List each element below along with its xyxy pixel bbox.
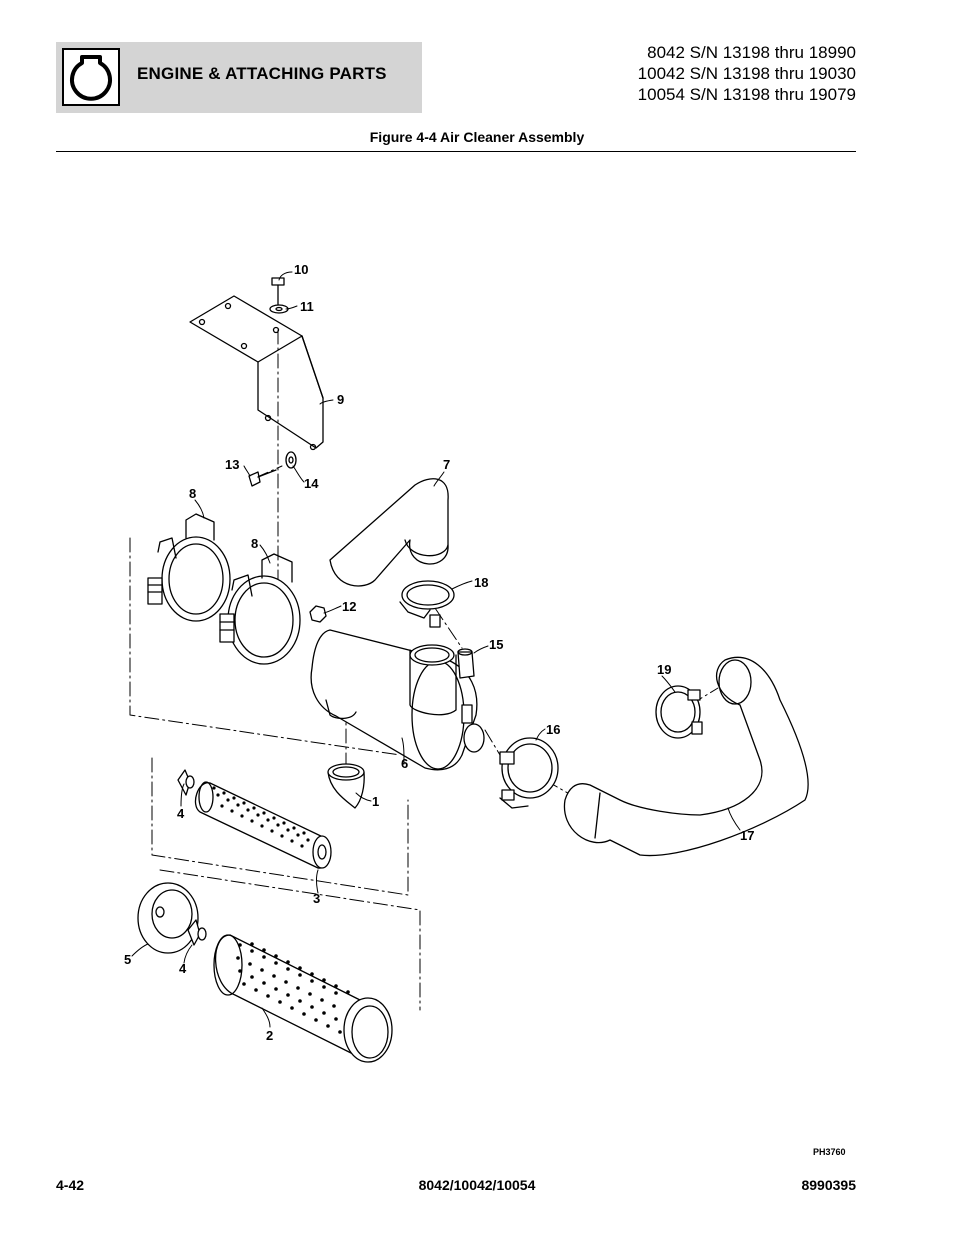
serial-range-10054: 10054 S/N 13198 thru 19079: [637, 85, 856, 104]
figure-title: Figure 4-4 Air Cleaner Assembly: [369, 129, 585, 145]
callout-17: 17: [740, 828, 754, 843]
callout-6: 6: [401, 756, 408, 771]
serial-range-10042: 10042 S/N 13198 thru 19030: [637, 64, 856, 83]
serial-number-ranges: 8042 S/N 13198 thru 18990 10042 S/N 1319…: [638, 42, 856, 105]
serial-range-8042: 8042 S/N 13198 thru 18990: [647, 43, 856, 62]
page-number: 4-42: [56, 1177, 85, 1193]
drawing-id: PH3760: [813, 1147, 846, 1157]
document-number: 8990395: [801, 1177, 856, 1193]
callout-16: 16: [546, 722, 560, 737]
callout-19: 19: [657, 662, 671, 677]
callout-4-upper: 4: [177, 806, 185, 821]
callout-7: 7: [443, 457, 450, 472]
callout-11: 11: [300, 299, 314, 314]
callout-3: 3: [313, 891, 320, 906]
callout-1: 1: [372, 794, 379, 809]
callout-15: 15: [489, 637, 503, 652]
air-cleaner-body: [310, 629, 485, 771]
callout-8-front: 8: [251, 536, 258, 551]
mounting-band-front: [219, 553, 301, 665]
callout-5: 5: [124, 952, 131, 967]
callout-9: 9: [337, 392, 344, 407]
vacuator-valve: [327, 763, 365, 809]
safety-element: [194, 781, 332, 869]
callout-4-lower: 4: [179, 961, 187, 976]
end-cover: [137, 882, 199, 954]
engine-icon: [62, 48, 120, 106]
callout-14: 14: [304, 476, 319, 491]
callout-10: 10: [294, 262, 308, 277]
callout-13: 13: [225, 457, 239, 472]
callout-18: 18: [474, 575, 488, 590]
outlet-hose: [563, 656, 809, 857]
header-divider: [56, 151, 856, 152]
callout-12: 12: [342, 599, 356, 614]
mounting-band-rear: [147, 513, 231, 622]
mounting-bracket: [189, 295, 324, 451]
footer-models: 8042/10042/10054: [418, 1177, 536, 1193]
callout-2: 2: [266, 1028, 273, 1043]
section-title: ENGINE & ATTACHING PARTS: [137, 64, 387, 83]
primary-element: [213, 934, 393, 1063]
callout-8-rear: 8: [189, 486, 196, 501]
elbow-hose: [329, 478, 449, 587]
